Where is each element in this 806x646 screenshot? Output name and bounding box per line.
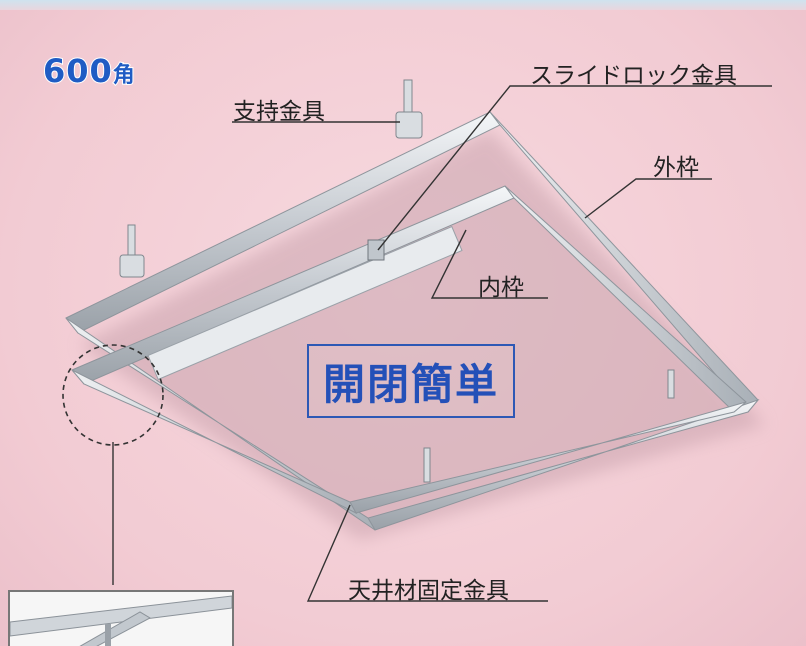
- detail-circle: [62, 344, 164, 446]
- outer-frame: [65, 111, 760, 531]
- inner-frame: [71, 185, 747, 515]
- leader-lines: [112, 85, 772, 602]
- label-ceiling-fix: 天井材固定金具: [348, 578, 509, 604]
- frame-shadow: [80, 130, 765, 540]
- detail-inset: [8, 590, 234, 646]
- headline-box: 開閉簡単: [307, 344, 515, 418]
- size-number: 600: [42, 51, 113, 91]
- detail-drawing: [10, 595, 232, 646]
- support-brackets: [119, 79, 675, 483]
- label-support-bracket: 支持金具: [233, 99, 325, 125]
- size-badge: 600角: [42, 51, 136, 91]
- slide-lock-part: [367, 239, 385, 261]
- label-outer-frame: 外枠: [653, 155, 699, 181]
- size-kanji: 角: [112, 62, 136, 89]
- top-strip: [0, 0, 806, 10]
- label-slide-lock: スライドロック金具: [530, 63, 737, 89]
- label-inner-frame: 内枠: [478, 275, 524, 301]
